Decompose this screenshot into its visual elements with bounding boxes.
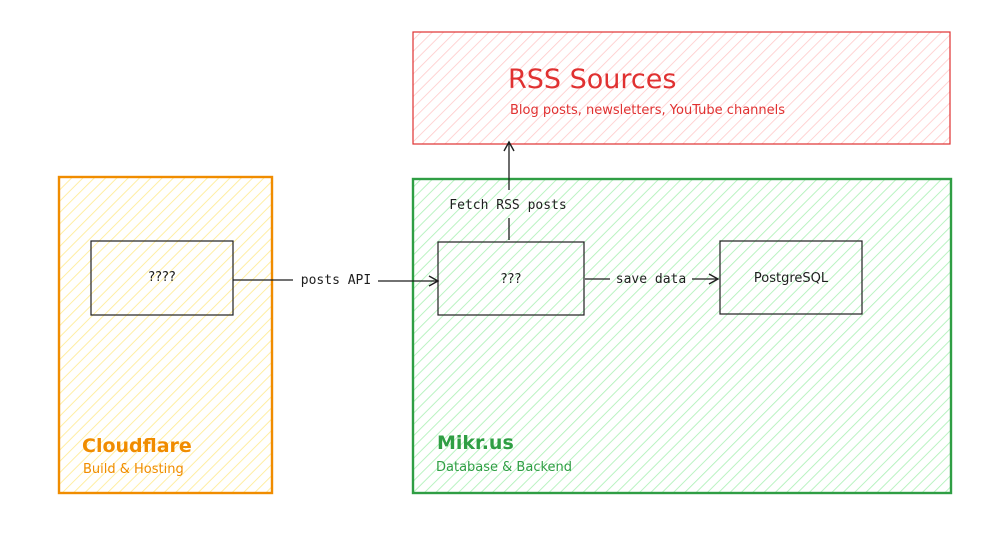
cloudflare-region: Cloudflare Build & Hosting [57, 175, 274, 495]
postgresql-label: PostgreSQL [754, 271, 829, 286]
fetch-rss-label: Fetch RSS posts [449, 198, 566, 213]
fetch-rss-edge: Fetch RSS posts [449, 140, 567, 240]
mikrus-subtitle: Database & Backend [436, 460, 572, 475]
rss-sources-region: RSS Sources Blog posts, newsletters, You… [412, 31, 951, 145]
mikrus-region: Mikr.us Database & Backend [411, 177, 953, 495]
posts-api-edge: posts API [233, 273, 440, 288]
cloudflare-title: Cloudflare [82, 435, 192, 457]
mikrus-title: Mikr.us [437, 432, 514, 454]
cloudflare-service-label: ???? [148, 270, 176, 285]
postgresql-box: PostgreSQL [719, 240, 863, 315]
rss-sources-title: RSS Sources [508, 64, 676, 95]
backend-service-label: ??? [501, 272, 522, 287]
cloudflare-service-box: ???? [90, 240, 234, 316]
save-data-label: save data [616, 272, 686, 287]
cloudflare-subtitle: Build & Hosting [83, 462, 184, 477]
rss-sources-subtitle: Blog posts, newsletters, YouTube channel… [510, 103, 785, 118]
posts-api-label: posts API [301, 273, 371, 288]
save-data-edge: save data [585, 272, 720, 287]
